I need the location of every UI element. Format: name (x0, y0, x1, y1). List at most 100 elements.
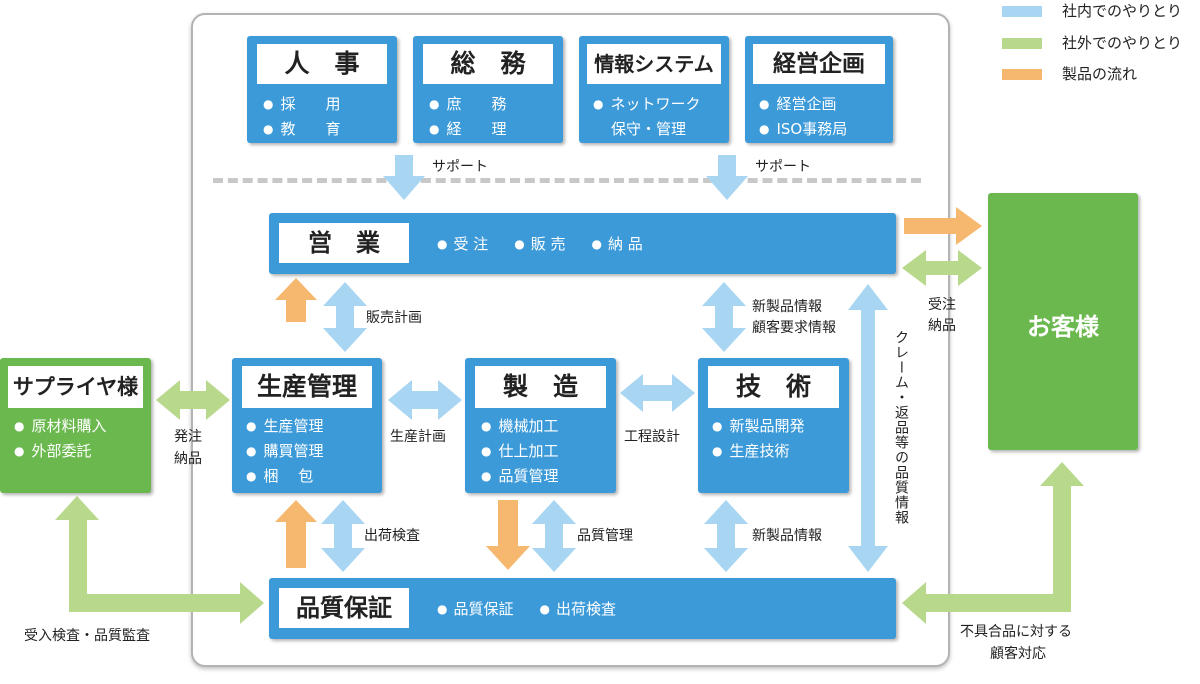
legend-label-internal: 社内でのやりとり (1062, 2, 1183, 20)
arrow-engineering-qa (704, 500, 748, 572)
support-arrow-right (706, 155, 748, 200)
dept-item: 採 用 (263, 92, 340, 117)
engineering-item: 新製品開発 (712, 414, 804, 439)
arrow-manufacturing-qa (532, 500, 576, 572)
dept-items-hr: 採 用 教 育 (263, 92, 340, 142)
engineering-box: 技 術 新製品開発 生産技術 (698, 358, 849, 493)
engineering-items: 新製品開発 生産技術 (712, 414, 805, 464)
production-item: 梱 包 (246, 464, 324, 489)
production-item: 購買管理 (246, 439, 323, 464)
label-sales-plan: 販売計画 (366, 310, 422, 326)
arrow-sales-production (323, 282, 367, 352)
qa-item: 出荷検査 (540, 600, 616, 618)
supplier-items: 原材料購入 外部委託 (14, 414, 107, 464)
product-arrow-qa-to-production (275, 500, 317, 568)
dept-box-general-affairs: 総 務 庶 務 経 理 (413, 36, 563, 143)
manufacturing-item: 品質管理 (481, 464, 558, 489)
manufacturing-items: 機械加工 仕上加工 品質管理 (481, 414, 558, 489)
label-receive-2: 納品 (928, 318, 956, 334)
dept-item: 経営企画 (759, 92, 847, 117)
label-order-2: 納品 (174, 451, 202, 467)
arrow-manufacturing-engineering (620, 374, 695, 412)
label-new-product-info-2: 新製品情報 (752, 528, 822, 544)
legend-swatch-internal (1002, 6, 1042, 17)
manufacturing-box: 製 造 機械加工 仕上加工 品質管理 (465, 358, 616, 493)
manufacturing-item: 機械加工 (481, 414, 558, 439)
legend-swatch-product (1002, 69, 1042, 80)
supplier-box: サプライヤ様 原材料購入 外部委託 (0, 358, 151, 493)
label-production-plan: 生産計画 (390, 429, 446, 445)
engineering-item: 生産技術 (712, 439, 805, 464)
supplier-item: 外部委託 (14, 439, 107, 464)
label-customer-request-info: 顧客要求情報 (752, 320, 836, 336)
dept-item: 教 育 (263, 117, 340, 142)
legend-label-external: 社外でのやりとり (1062, 34, 1183, 52)
dept-item: 保守・管理 (593, 117, 701, 142)
dept-title-general-affairs: 総 務 (423, 44, 553, 84)
sales-title: 営 業 (279, 223, 409, 263)
dept-title-planning: 経営企画 (753, 44, 885, 84)
dept-item: ネットワーク (593, 92, 700, 117)
dept-item-text: 保守・管理 (611, 120, 687, 138)
sales-items: 受 注販 売納 品 (437, 233, 669, 254)
label-nonconforming-2: 顧客対応 (990, 646, 1046, 662)
dept-box-hr: 人 事 採 用 教 育 (247, 36, 397, 143)
dept-title-hr: 人 事 (257, 44, 387, 84)
customer-box: お客様 (988, 193, 1138, 450)
support-divider (213, 178, 921, 183)
dept-item: 庶 務 (429, 92, 506, 117)
supplier-title: サプライヤ様 (8, 366, 143, 408)
production-title: 生産管理 (242, 366, 372, 408)
production-item: 生産管理 (246, 414, 323, 439)
production-items: 生産管理 購買管理 梱 包 (246, 414, 324, 489)
sales-item: 販 売 (514, 235, 566, 253)
product-arrow-manufacturing-to-qa (486, 500, 530, 570)
arrow-production-qa (321, 500, 365, 572)
arrow-claims (848, 284, 888, 572)
label-quality-control: 品質管理 (577, 528, 633, 544)
arrow-sales-engineering (702, 282, 746, 352)
engineering-title: 技 術 (708, 366, 839, 408)
qa-item: 品質保証 (437, 600, 513, 618)
dept-items-general-affairs: 庶 務 経 理 (429, 92, 506, 142)
label-process-design: 工程設計 (624, 429, 680, 445)
dept-box-planning: 経営企画 経営企画 ISO事務局 (745, 36, 893, 143)
dept-items-it: ネットワーク 保守・管理 (593, 92, 701, 142)
manufacturing-title: 製 造 (475, 366, 606, 408)
support-arrow-left (383, 155, 425, 200)
qa-items: 品質保証 出荷検査 (437, 598, 642, 619)
product-arrow-production-to-sales (275, 278, 317, 322)
sales-bar: 営 業 受 注販 売納 品 (269, 213, 896, 274)
label-incoming-inspection: 受入検査・品質監査 (24, 628, 150, 644)
qa-bar: 品質保証 品質保証 出荷検査 (269, 578, 896, 639)
support-label-left: サポート (432, 159, 488, 175)
label-nonconforming-1: 不具合品に対する (960, 624, 1072, 640)
arrow-supplier-production (156, 380, 230, 420)
supplier-item: 原材料購入 (14, 414, 106, 439)
label-shipping-inspection: 出荷検査 (364, 528, 420, 544)
dept-title-it: 情報システム (587, 44, 721, 84)
dept-box-it: 情報システム ネットワーク 保守・管理 (579, 36, 729, 143)
label-claims: クレーム・返品等の品質情報 (893, 330, 909, 525)
customer-title: お客様 (1027, 313, 1099, 341)
dept-item: 経 理 (429, 117, 506, 142)
product-arrow-sales-to-customer (904, 207, 982, 245)
arrow-production-manufacturing (388, 380, 462, 420)
dept-item: ISO事務局 (759, 117, 847, 142)
arrow-sales-customer (902, 250, 982, 286)
sales-item: 受 注 (437, 235, 488, 253)
support-label-right: サポート (755, 159, 811, 175)
legend-swatch-external (1002, 38, 1042, 49)
arrow-customer-qa (902, 462, 1084, 624)
manufacturing-item: 仕上加工 (481, 439, 558, 464)
qa-title: 品質保証 (279, 588, 409, 628)
label-receive-1: 受注 (928, 297, 956, 313)
label-new-product-info-1: 新製品情報 (752, 299, 822, 315)
legend-label-product: 製品の流れ (1062, 65, 1138, 83)
dept-items-planning: 経営企画 ISO事務局 (759, 92, 847, 142)
label-order-1: 発注 (174, 429, 202, 445)
sales-item: 納 品 (592, 235, 643, 253)
production-box: 生産管理 生産管理 購買管理 梱 包 (232, 358, 382, 493)
arrow-supplier-qa (55, 496, 264, 624)
